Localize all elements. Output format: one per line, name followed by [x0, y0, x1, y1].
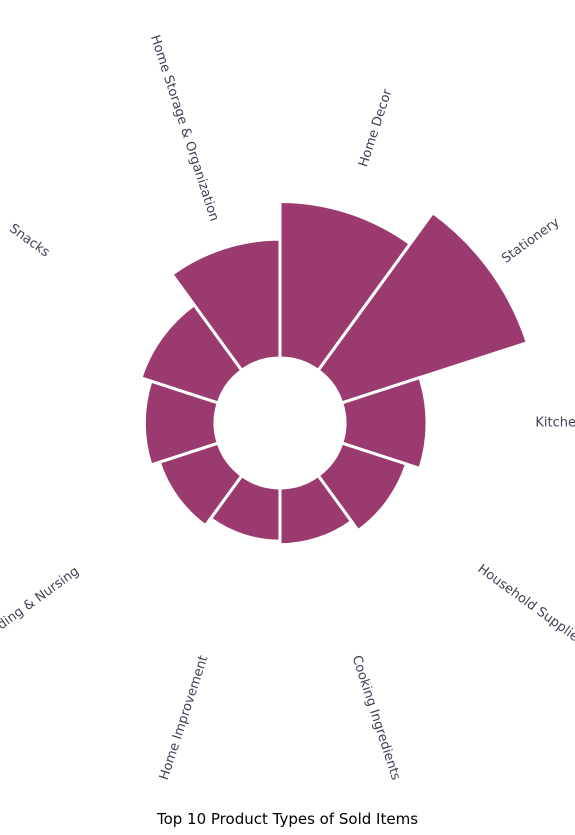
label-household-supplies: Household Supplies	[475, 562, 575, 649]
bar-stationery	[316, 210, 530, 405]
bar-home-storage-organization	[169, 237, 282, 373]
bar-snacks	[139, 302, 244, 405]
chart-title: Top 10 Product Types of Sold Items	[156, 810, 419, 828]
label-feeding-nursing: Feeding & Nursing	[0, 564, 82, 647]
label-cooking-ingredients: Cooking Ingredients	[349, 654, 404, 783]
label-snacks: Snacks	[6, 221, 52, 260]
label-home-improvement: Home Improvement	[157, 654, 211, 782]
label-kitchen-dining: Kitchen & Dining	[535, 416, 575, 431]
label-stationery: Stationery	[499, 215, 562, 267]
bar-kitchen-dining	[339, 375, 429, 471]
bars-group	[139, 200, 530, 547]
bar-household-supplies	[316, 441, 409, 533]
category-labels-group: Home DecorStationeryKitchen & DiningHous…	[0, 33, 575, 782]
label-home-decor: Home Decor	[356, 87, 395, 169]
bar-home-decor	[278, 200, 413, 373]
bar-cooking-ingredients	[278, 473, 354, 547]
label-home-storage-organization: Home Storage & Organization	[147, 33, 221, 223]
